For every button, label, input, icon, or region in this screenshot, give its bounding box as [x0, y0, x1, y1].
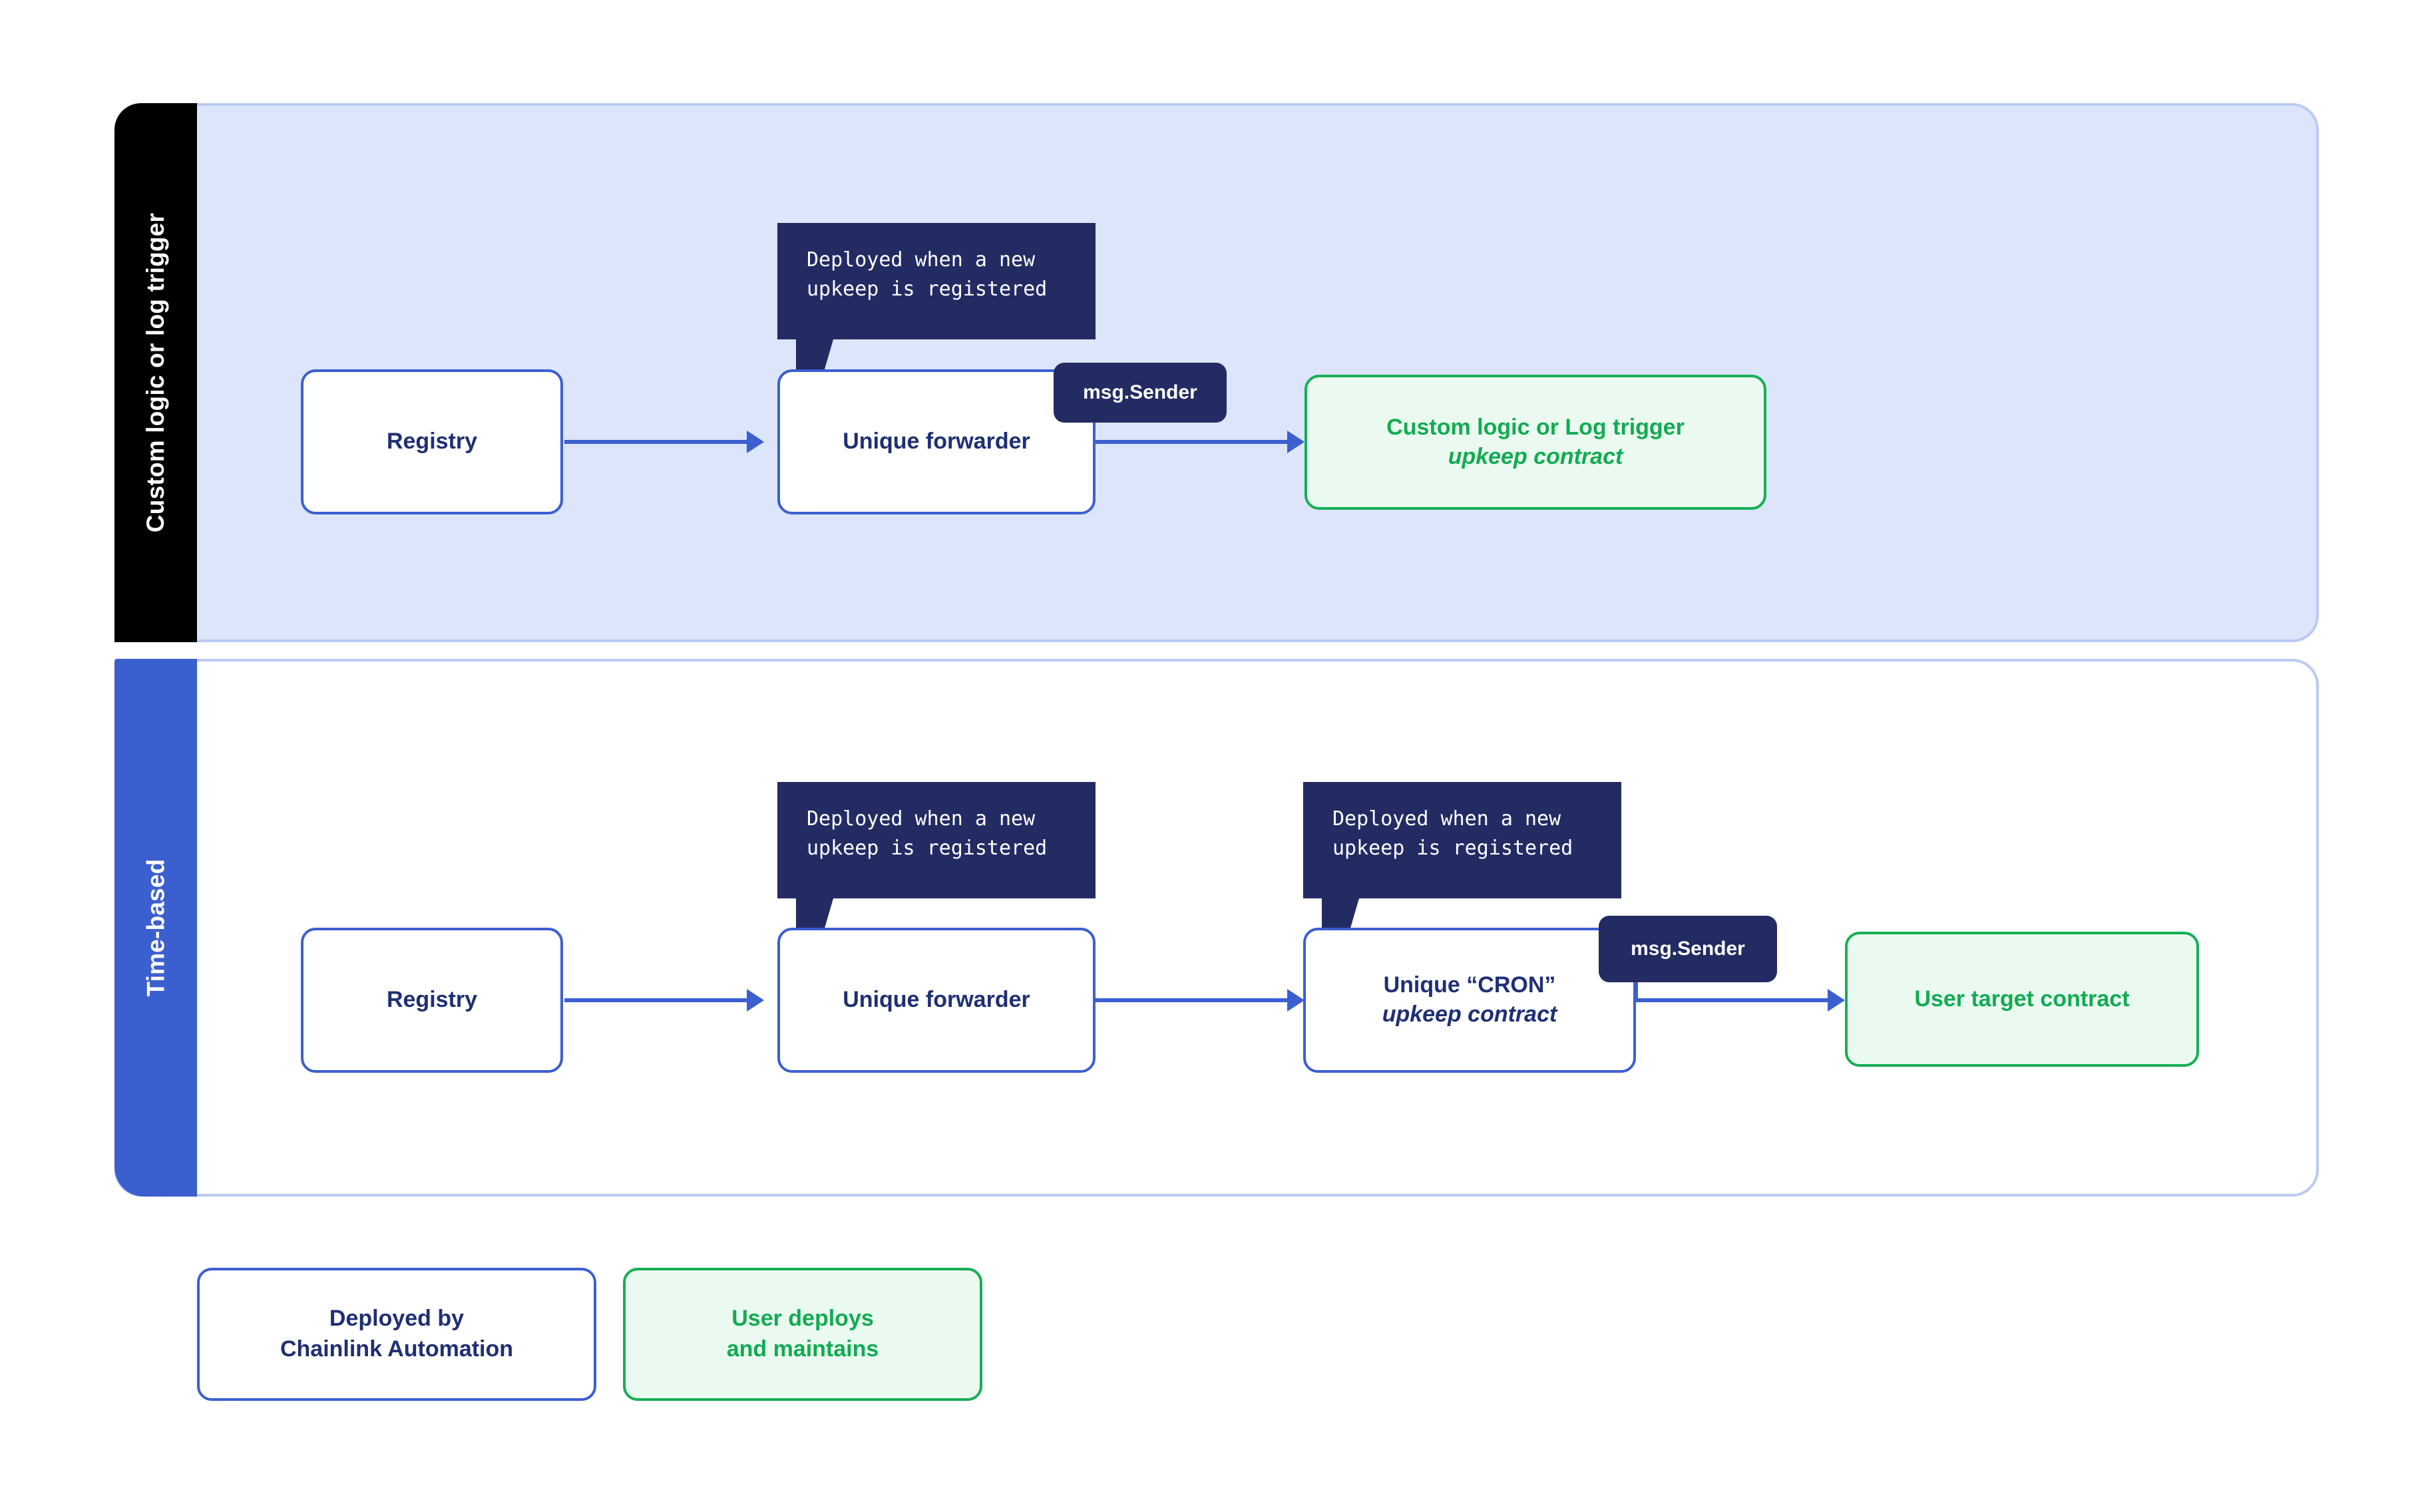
sidebar-custom-logic-or-log-trigger: Custom logic or log trigger	[114, 103, 197, 642]
arrow-registry-to-forwarder-timed	[564, 998, 761, 1002]
pill-label: msg.Sender	[1083, 381, 1197, 403]
node-label-line1: Unique forwarder	[843, 429, 1030, 455]
callout-cron-timed: Deployed when a new upkeep is registered	[1303, 782, 1621, 898]
sidebar-label-custom: Custom logic or log trigger	[142, 212, 169, 533]
node-registry-custom[interactable]: Registry	[301, 369, 563, 514]
sidebar-time-based: Time-based	[114, 659, 197, 1197]
pill-msg-sender-timed: msg.Sender	[1599, 916, 1777, 982]
node-label-line1: Unique forwarder	[843, 987, 1030, 1013]
legend-label-line2: Chainlink Automation	[280, 1336, 514, 1362]
legend-user-deploys: User deploys and maintains	[623, 1268, 982, 1401]
pill-msg-sender-custom: msg.Sender	[1054, 363, 1227, 423]
node-upkeep-contract-custom[interactable]: Custom logic or Log trigger upkeep contr…	[1305, 375, 1766, 510]
node-label-line1: Custom logic or Log trigger	[1386, 414, 1685, 440]
arrow-cron-to-user-target-timed	[1636, 998, 1842, 1002]
node-label-line1: User target contract	[1914, 986, 2130, 1012]
node-label-line2: upkeep contract	[1448, 443, 1623, 469]
legend-label-line2: and maintains	[726, 1336, 879, 1362]
node-cron-upkeep-contract-timed[interactable]: Unique “CRON” upkeep contract	[1303, 928, 1636, 1073]
node-unique-forwarder-timed[interactable]: Unique forwarder	[777, 928, 1096, 1073]
arrow-forwarder-to-upkeep-custom	[1096, 440, 1302, 444]
legend-label-line1: Deployed by	[329, 1306, 465, 1332]
sidebar-label-timed: Time-based	[142, 858, 170, 997]
node-registry-timed[interactable]: Registry	[301, 928, 563, 1073]
pill-label: msg.Sender	[1631, 938, 1745, 960]
node-user-target-contract-timed[interactable]: User target contract	[1845, 932, 2199, 1067]
node-label-line1: Unique “CRON”	[1383, 972, 1556, 998]
arrow-registry-to-forwarder-custom	[564, 440, 761, 444]
node-label-line1: Registry	[386, 429, 478, 455]
legend-label-line1: User deploys	[731, 1306, 874, 1332]
callout-forwarder-custom: Deployed when a new upkeep is registered	[777, 223, 1096, 339]
legend-deployed-by-chainlink: Deployed by Chainlink Automation	[197, 1268, 596, 1401]
node-unique-forwarder-custom[interactable]: Unique forwarder	[777, 369, 1096, 514]
arrow-forwarder-to-cron-timed	[1096, 998, 1302, 1002]
connector-pill-to-arrow-timed	[1634, 982, 1638, 1000]
node-label-line2: upkeep contract	[1382, 1002, 1557, 1027]
node-label-line1: Registry	[386, 987, 478, 1013]
callout-forwarder-timed: Deployed when a new upkeep is registered	[777, 782, 1096, 898]
